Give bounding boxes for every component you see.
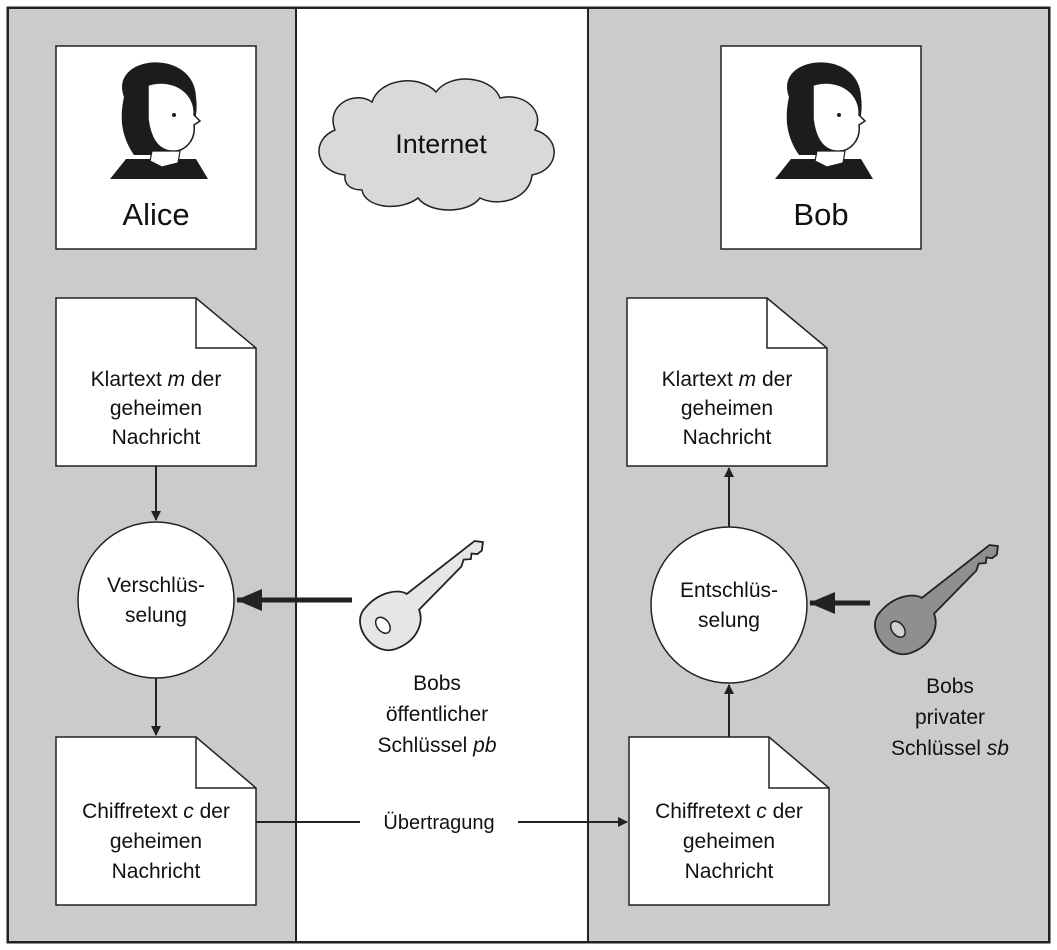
bob-ciphertext-line1: Chiffretext c der	[655, 800, 803, 823]
encryption-line2: selung	[125, 604, 187, 627]
transmission-label: Übertragung	[383, 812, 494, 834]
document-icon	[55, 736, 257, 906]
alice-ciphertext-line1: Chiffretext c der	[82, 800, 230, 823]
bob-card: Bob	[720, 45, 922, 250]
bob-plaintext-line3: Nachricht	[683, 426, 772, 449]
encryption-circle	[77, 521, 235, 679]
alice-ciphertext-line2: geheimen	[110, 830, 202, 853]
document-fold	[195, 737, 256, 789]
person-icon	[775, 62, 873, 179]
bob-decryption-node: Entschlüs- selung	[650, 526, 808, 684]
bob-name: Bob	[793, 197, 848, 232]
public-key-line1: Bobs	[413, 672, 461, 695]
bob-ciphertext-document: Chiffretext c der geheimen Nachricht	[628, 736, 830, 906]
bob-ciphertext-line3: Nachricht	[685, 860, 774, 883]
document-fold	[766, 298, 827, 349]
internet-label: Internet	[395, 129, 487, 159]
decryption-circle	[650, 526, 808, 684]
alice-plaintext-line3: Nachricht	[112, 426, 201, 449]
alice-ciphertext-document: Chiffretext c der geheimen Nachricht	[55, 736, 257, 906]
alice-ciphertext-line3: Nachricht	[112, 860, 201, 883]
encryption-line1: Verschlüs-	[107, 574, 205, 597]
bob-plaintext-line2: geheimen	[681, 397, 773, 420]
cloud-icon	[318, 78, 555, 211]
decryption-line1: Entschlüs-	[680, 579, 778, 602]
public-key-line3: Schlüssel pb	[377, 734, 496, 757]
bob-plaintext-document: Klartext m der geheimen Nachricht	[626, 297, 828, 467]
key-icon	[874, 544, 999, 656]
document-icon	[626, 297, 828, 467]
private-key-line2: privater	[915, 706, 985, 729]
person-icon	[110, 62, 208, 179]
private-key-line1: Bobs	[926, 675, 974, 698]
alice-plaintext-document: Klartext m der geheimen Nachricht	[55, 297, 257, 467]
alice-card: Alice	[55, 45, 257, 250]
document-icon	[628, 736, 830, 906]
private-key-line3: Schlüssel sb	[891, 737, 1009, 760]
document-fold	[195, 298, 256, 349]
internet-cloud: Internet	[318, 78, 555, 211]
alice-plaintext-line2: geheimen	[110, 397, 202, 420]
bob-ciphertext-line2: geheimen	[683, 830, 775, 853]
alice-encryption-node: Verschlüs- selung	[77, 521, 235, 679]
alice-plaintext-line1: Klartext m der	[91, 368, 222, 391]
document-fold	[768, 737, 829, 789]
bob-plaintext-line1: Klartext m der	[662, 368, 793, 391]
document-icon	[55, 297, 257, 467]
decryption-line2: selung	[698, 609, 760, 632]
public-key-line2: öffentlicher	[386, 703, 488, 726]
key-icon	[359, 540, 484, 652]
alice-name: Alice	[122, 197, 189, 232]
